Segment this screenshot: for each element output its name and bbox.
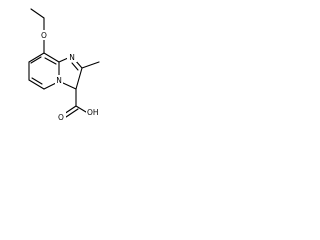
bond-c6-c5 xyxy=(28,79,45,90)
bridgehead-nitrogen-label: N xyxy=(56,76,62,85)
bond-c8a-c8-inner xyxy=(44,57,57,65)
atom-bridgehead-nitrogen: N xyxy=(55,75,63,85)
bonds xyxy=(28,8,100,118)
bond-c7-c7-inner xyxy=(30,56,42,64)
bond-n1-c2-inner xyxy=(71,62,79,71)
chemical-structure-diagram: O N N O OH xyxy=(28,8,102,122)
bond-c8a-n1 xyxy=(58,57,69,63)
bond-c8-c7 xyxy=(28,52,45,63)
bond-c3-n4 xyxy=(62,82,77,90)
bond-c5-n4 xyxy=(43,82,57,90)
atom-carboxyl-oxygen: O xyxy=(56,112,66,122)
hydroxyl-label: OH xyxy=(87,108,99,117)
bond-c2-c3 xyxy=(75,67,83,90)
bond-c2-methyl xyxy=(81,61,100,69)
carboxyl-oxygen-label: O xyxy=(58,113,64,122)
atom-labels: O N N O OH xyxy=(39,30,102,122)
imidazole-nitrogen-label: N xyxy=(69,53,75,62)
bond-ethyl-terminal xyxy=(30,8,45,19)
bond-c6-c5-inner xyxy=(31,77,43,85)
ether-oxygen-label: O xyxy=(41,31,47,40)
atom-imidazole-nitrogen: N xyxy=(67,52,77,62)
bond-c8a-c8 xyxy=(43,52,60,63)
atom-hydroxyl: OH xyxy=(86,107,102,117)
bond-c-oh xyxy=(75,105,87,113)
atom-ether-oxygen: O xyxy=(39,30,49,40)
bond-c-o-double-b xyxy=(65,108,79,118)
